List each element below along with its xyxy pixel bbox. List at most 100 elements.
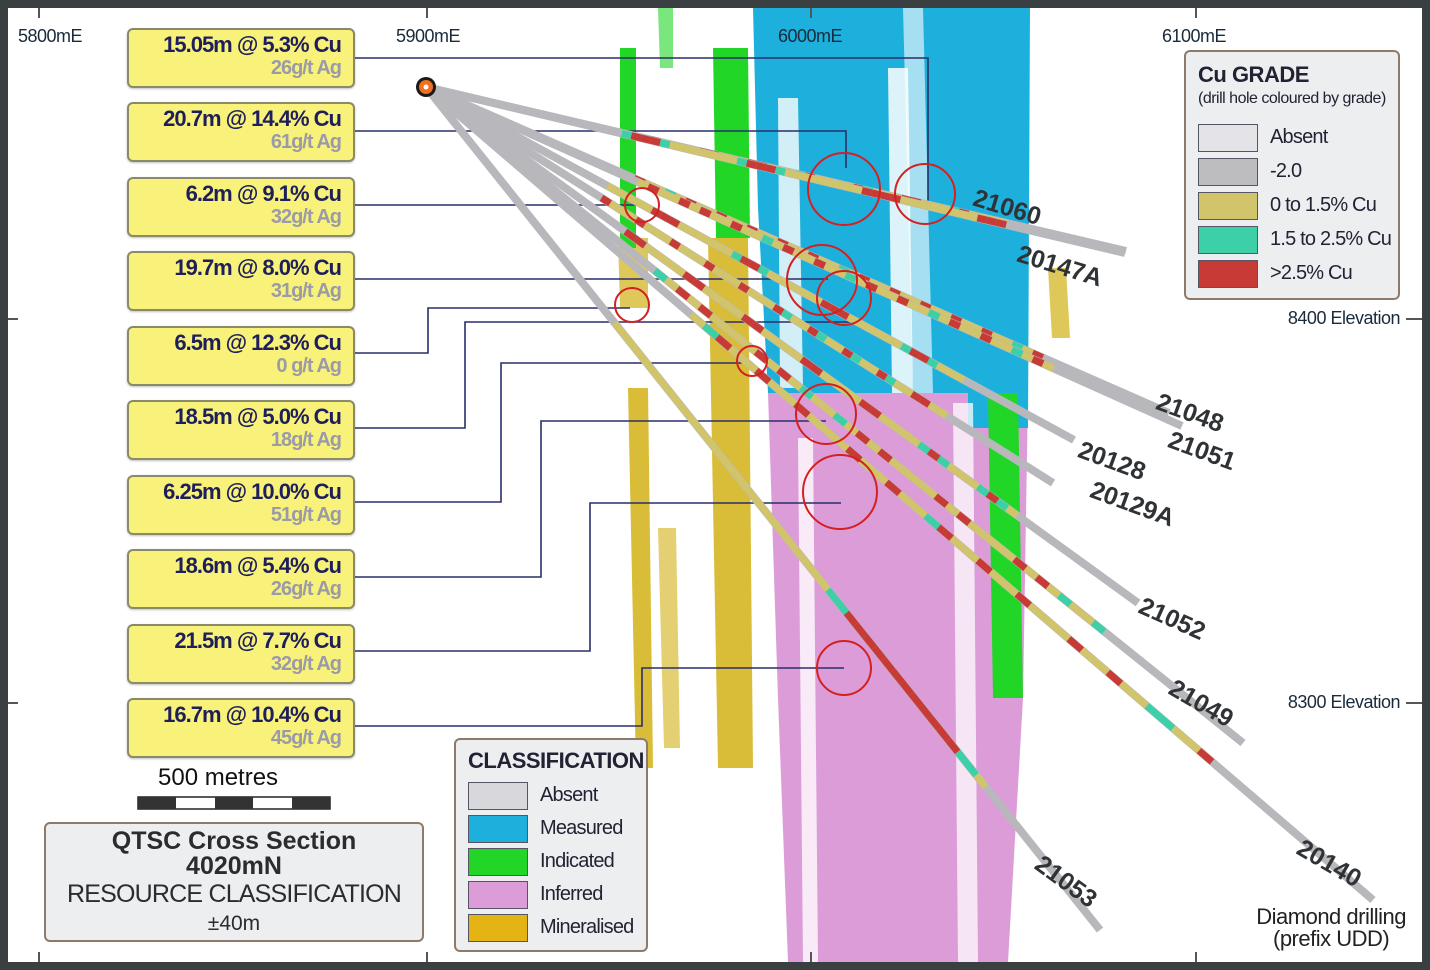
legend-title: Cu GRADE (1198, 62, 1309, 87)
grade-segment (949, 314, 963, 325)
grade-segment (668, 141, 681, 151)
grade-segment (938, 205, 950, 215)
ag-grade: 26g/t Ag (270, 578, 342, 600)
grade-segment (780, 309, 794, 321)
grade-segment (741, 483, 757, 500)
grade-segment (737, 282, 750, 294)
grade-segment (944, 367, 957, 379)
grade-segment (953, 372, 966, 384)
grade-segment (799, 356, 814, 370)
grade-segment (975, 557, 993, 575)
grade-segment (730, 250, 743, 262)
grade-segment (646, 183, 660, 195)
grade-segment (633, 235, 647, 249)
grade-segment (686, 295, 702, 310)
ag-grade: 32g/t Ag (270, 206, 342, 228)
legend-label: Absent (1270, 126, 1328, 148)
grade-segment (892, 380, 906, 392)
grade-segment (709, 211, 723, 223)
grade-segment (1131, 692, 1150, 709)
grade-segment (701, 285, 716, 299)
grade-segment (711, 292, 726, 306)
legend-label: 0 to 1.5% Cu (1270, 194, 1377, 216)
grade-segment (815, 575, 831, 592)
grade-segment (755, 162, 767, 172)
easting-label: 6000mE (778, 26, 843, 46)
grade-segment (962, 546, 980, 564)
cu-intercept: 6.2m @ 9.1% Cu (185, 181, 342, 206)
grade-segment (823, 336, 837, 348)
legend-label: Mineralised (540, 916, 634, 938)
grade-segment (1010, 340, 1024, 352)
grade-segment (896, 295, 910, 307)
grade-segment (873, 328, 886, 340)
grade-segment (917, 352, 930, 364)
intercept-highlights (614, 152, 956, 696)
grade-segment (1027, 602, 1046, 620)
grade-segment (832, 412, 848, 427)
grade-segment (988, 569, 1006, 586)
grade-segment (678, 143, 690, 153)
grade-segment (778, 529, 794, 546)
grade-segment (623, 228, 638, 242)
intercept-callout: 6.5m @ 12.3% Cu 0 g/t Ag (127, 326, 355, 386)
cu-intercept: 15.05m @ 5.3% Cu (163, 32, 342, 57)
grade-segment (694, 231, 708, 243)
grade-segment (639, 355, 655, 372)
cross-section-figure: 5800mE 5900mE 6000mE 6100mE 8400 Elevati… (8, 8, 1422, 962)
grade-segment (719, 322, 736, 337)
grade-segment (729, 220, 744, 232)
grade-segment (750, 320, 765, 334)
grade-segment (652, 249, 667, 263)
grade-segment (946, 462, 961, 476)
legend-label: Indicated (540, 850, 615, 872)
grade-segment (745, 159, 758, 169)
grade-segment (916, 304, 931, 316)
grade-segment (959, 318, 973, 330)
grade-segment (887, 420, 902, 433)
legend-label: Inferred (540, 883, 603, 905)
grade-segment (740, 225, 754, 237)
grade-segment (976, 214, 988, 224)
grade-segment (989, 337, 1003, 349)
grade-segment (1031, 349, 1045, 361)
grade-segment (935, 407, 949, 419)
grade-segment (815, 331, 828, 343)
grade-segment (605, 182, 619, 194)
grade-segment (780, 390, 798, 407)
intercept-callout: 20.7m @ 14.4% Cu 61g/t Ag (127, 102, 355, 162)
grade-segment (990, 331, 1004, 343)
grade-segment (787, 376, 803, 391)
grade-segment (1031, 355, 1045, 367)
grade-segment (732, 471, 748, 488)
grade-segment (936, 524, 954, 541)
intercept-callout: 15.05m @ 5.3% Cu 26g/t Ag (127, 28, 355, 88)
grade-segment (948, 318, 962, 330)
intercept-callout: 18.6m @ 5.4% Cu 26g/t Ag (127, 549, 355, 609)
elevation-label: 8300 Elevation (1287, 692, 1401, 712)
grade-segment (802, 253, 816, 265)
cu-intercept: 18.5m @ 5.0% Cu (174, 404, 342, 429)
grade-segment (1144, 703, 1163, 720)
grade-segment (848, 391, 863, 405)
drilling-note-line2: (prefix UDD) (1273, 926, 1390, 951)
grade-segment (955, 511, 972, 526)
legend-label: -2.0 (1270, 160, 1302, 182)
grade-segment (721, 245, 734, 257)
grade-segment (723, 459, 738, 476)
drilling-note: Diamond drilling (prefix UDD) (1256, 906, 1406, 950)
grade-segment (746, 287, 759, 299)
legend-swatch (468, 914, 528, 942)
grade-segment (789, 349, 804, 363)
grade-segment (968, 327, 983, 339)
grade-segment (866, 363, 880, 376)
grade-segment (740, 356, 759, 374)
grade-segment (707, 150, 719, 160)
grade-segment (855, 318, 868, 330)
section-subtitle: RESOURCE CLASSIFICATION (67, 880, 402, 908)
ag-grade: 26g/t Ag (270, 57, 342, 79)
intercept-callout: 6.25m @ 10.0% Cu 51g/t Ag (127, 475, 355, 535)
grade-segment (793, 171, 806, 181)
grade-segment (760, 327, 775, 341)
drilling-note-line1: Diamond drilling (1256, 904, 1406, 929)
